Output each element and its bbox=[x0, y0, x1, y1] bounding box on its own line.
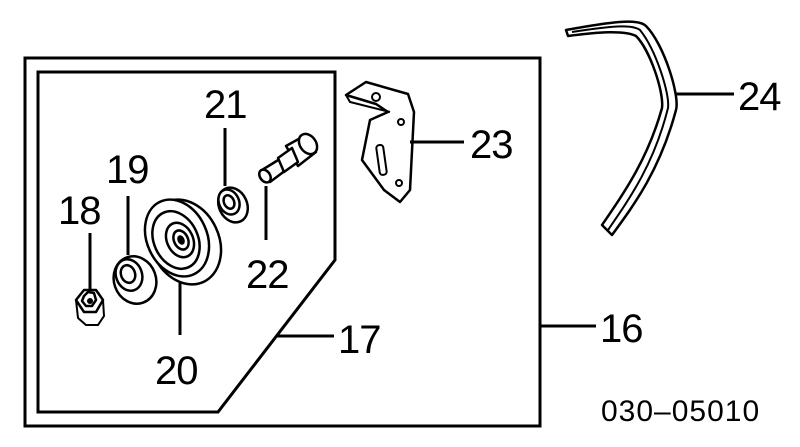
diagram-code: 030–05010 bbox=[601, 395, 760, 428]
pulley-part-20 bbox=[143, 198, 223, 286]
collar-part-21 bbox=[216, 186, 250, 224]
bolt-part-22 bbox=[258, 132, 319, 184]
callout-22: 22 bbox=[246, 253, 289, 297]
belt-part-24 bbox=[564, 20, 678, 237]
nut-part-18 bbox=[74, 288, 106, 326]
callout-16: 16 bbox=[600, 307, 643, 351]
washer-part-19 bbox=[112, 255, 158, 305]
callout-24: 24 bbox=[738, 75, 781, 119]
callout-17: 17 bbox=[338, 318, 381, 362]
callout-23: 23 bbox=[470, 123, 513, 167]
callout-21: 21 bbox=[204, 83, 247, 127]
callout-19: 19 bbox=[106, 148, 149, 192]
callout-20: 20 bbox=[155, 349, 198, 393]
subassembly-frame-17 bbox=[36, 70, 337, 414]
callout-18: 18 bbox=[58, 189, 101, 233]
assembly-frame-16 bbox=[23, 56, 542, 428]
bracket-part-23 bbox=[344, 80, 416, 204]
